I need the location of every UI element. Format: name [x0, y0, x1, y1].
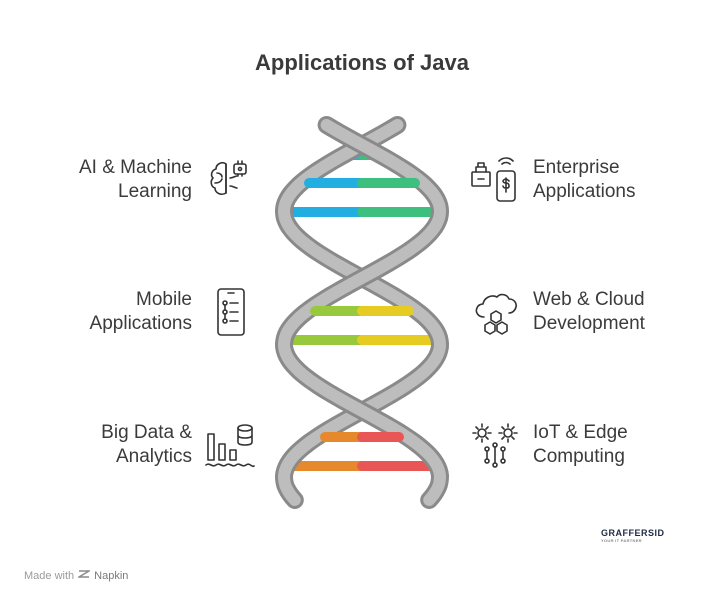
- mobile-phone-icon: [204, 287, 256, 339]
- graffersid-logo: GRAFFERSID YOUR IT PARTNER: [601, 528, 665, 543]
- enterprise-payment-icon: [470, 154, 522, 206]
- helix-strand-highlight-2: [277, 119, 447, 506]
- made-with-text: Made with: [24, 569, 75, 582]
- napkin-logo-icon: [76, 569, 92, 582]
- brain-chip-icon: [204, 154, 256, 206]
- footer-made-with: Made with Napkin: [24, 569, 128, 582]
- label-big-data-analytics: Big Data &Analytics: [101, 422, 192, 467]
- helix-strand-highlight-1: [277, 119, 447, 506]
- iot-gears-icon: [470, 420, 522, 472]
- page-title: Applications of Java: [255, 50, 469, 75]
- napkin-brand-text: Napkin: [94, 569, 129, 582]
- data-chart-icon: [204, 420, 256, 472]
- cloud-network-icon: [470, 287, 522, 339]
